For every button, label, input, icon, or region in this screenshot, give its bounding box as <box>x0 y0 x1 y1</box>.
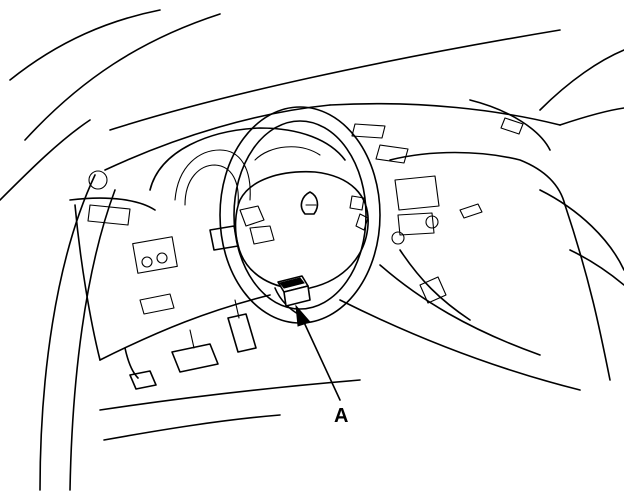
instrument-cluster <box>88 127 346 206</box>
left-dash-panel <box>69 197 271 361</box>
dashboard-top <box>104 29 624 171</box>
connector-a <box>277 275 311 307</box>
callout-arrow <box>295 304 341 401</box>
callout-label-a: A <box>334 405 348 427</box>
pedals <box>124 299 257 390</box>
a-pillar <box>0 9 221 491</box>
floor-lines <box>99 379 361 441</box>
center-console <box>339 151 624 391</box>
